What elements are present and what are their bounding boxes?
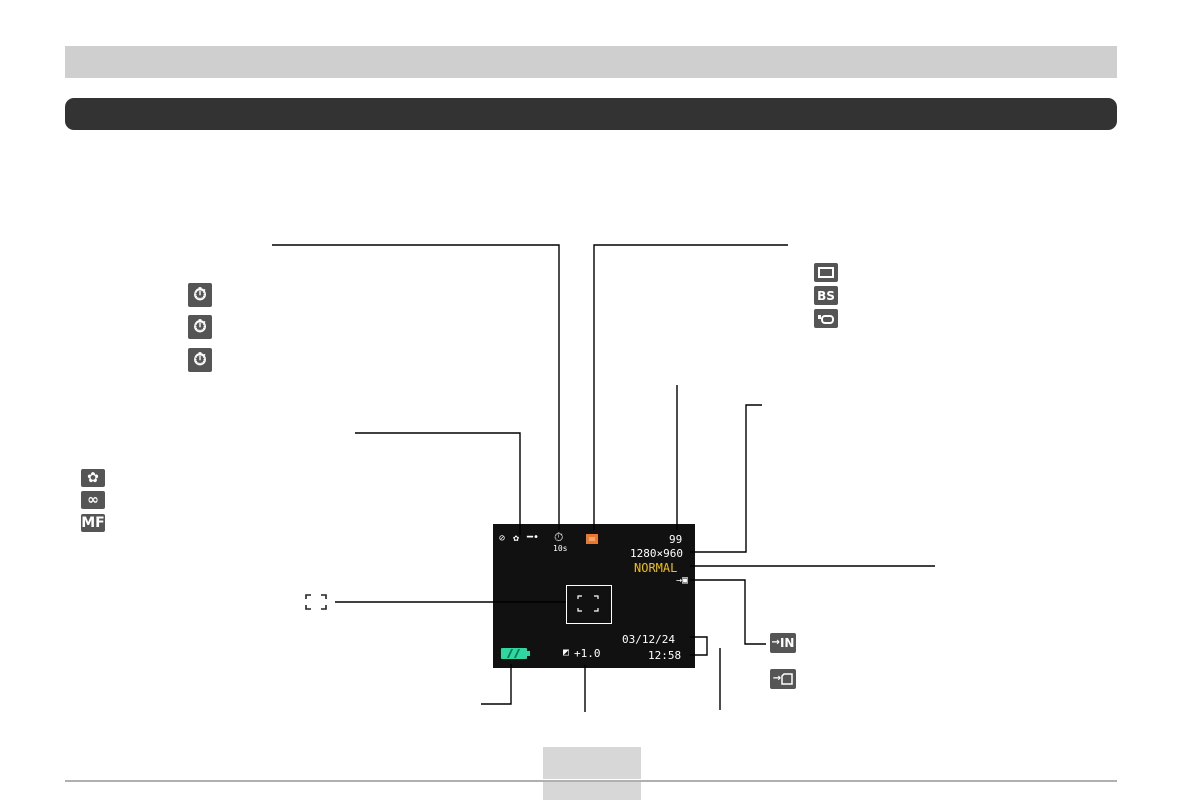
battery-indicator [501, 648, 530, 659]
page-number-tab-bottom [543, 782, 641, 800]
infinity-icon: ∞ [81, 491, 105, 509]
focus-bracket-icon [305, 594, 327, 610]
flash-off-icon: ⊘ [499, 533, 506, 544]
built-in-memory-icon: →IN [770, 633, 796, 653]
snapshot-icon [814, 263, 838, 282]
monitor-screen: ⊘ ✿ ━• ⏱ 10s 99 1280×960 NORMAL →▣ 03/12… [493, 524, 695, 668]
section-title-bar [65, 98, 1117, 130]
exposure-compensation-icon: ◩ [563, 647, 570, 658]
focus-frame [566, 585, 612, 624]
page-number-tab [543, 747, 641, 779]
date-display: 03/12/24 [622, 633, 675, 646]
image-quality: NORMAL [634, 561, 678, 575]
self-timer-icon: ⏱ [188, 283, 212, 307]
image-size: 1280×960 [630, 547, 683, 560]
macro-icon: ✿ [81, 469, 105, 487]
best-shot-icon: BS [814, 286, 838, 305]
record-mode-indicator [586, 534, 598, 544]
remaining-shots: 99 [669, 533, 683, 546]
movie-icon [814, 309, 838, 328]
self-timer-icon: ⏱ [188, 315, 212, 339]
macro-icon: ✿ [513, 533, 520, 544]
memory-in-label: IN [779, 636, 795, 650]
manual-focus-icon: MF [81, 514, 105, 532]
self-timer-icon: ⏱ [188, 348, 212, 372]
exposure-value: +1.0 [574, 647, 601, 660]
time-display: 12:58 [648, 649, 682, 662]
metering-icon: ━• [527, 532, 540, 543]
footer-rule [65, 780, 1117, 782]
header-bar [65, 46, 1117, 78]
memory-card-icon: → [770, 669, 796, 689]
timer-seconds-label: 10s [553, 544, 568, 553]
memory-destination-icon: →▣ [676, 575, 689, 586]
self-timer-icon: ⏱ [554, 530, 564, 544]
